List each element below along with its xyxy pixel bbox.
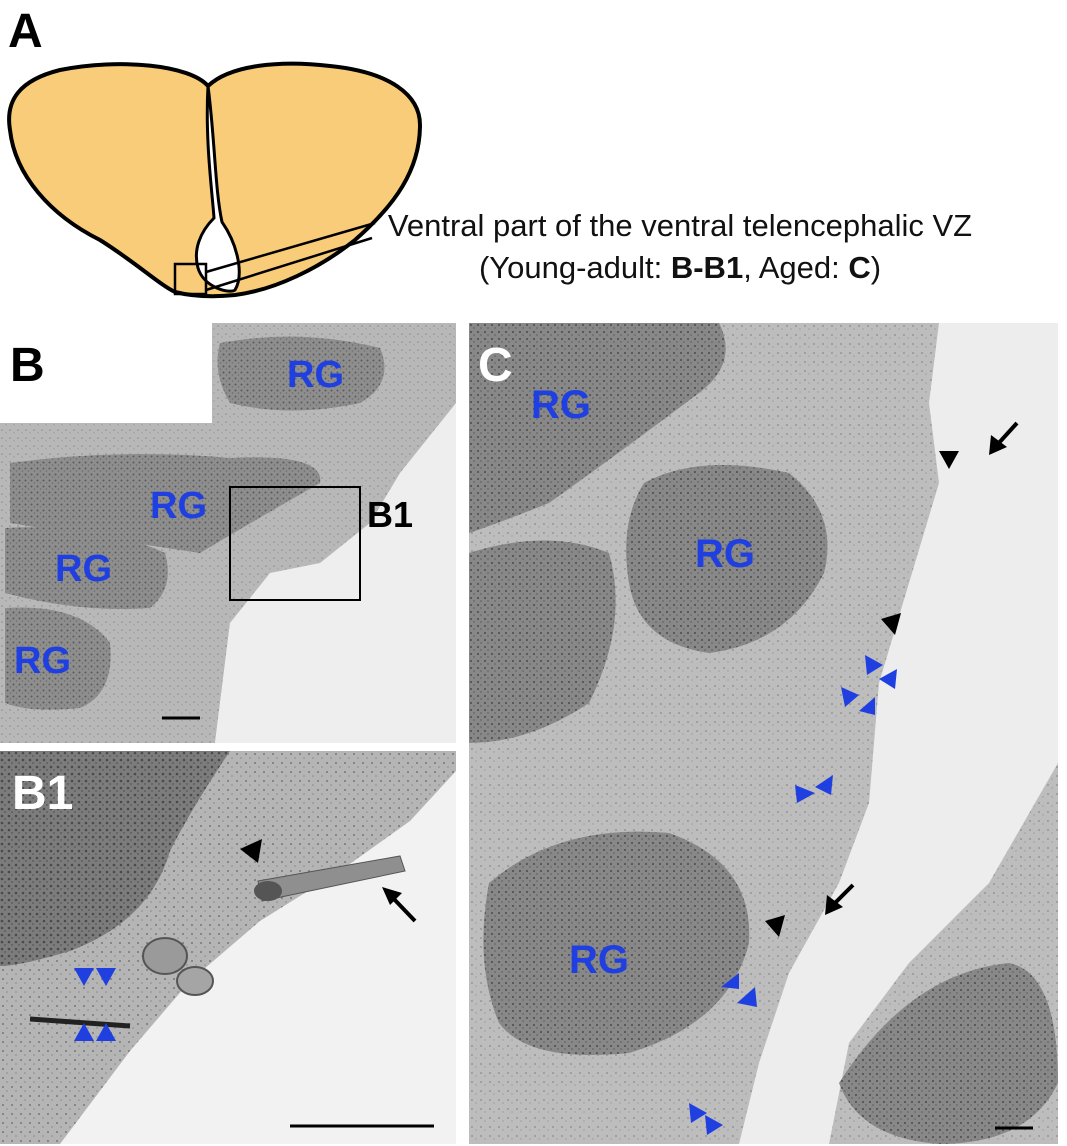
blue-arrowhead [737, 987, 757, 1007]
rg-label: RG [55, 548, 112, 590]
panel-letter-a: A [8, 5, 43, 58]
rg-nucleus [10, 454, 321, 553]
panel-b1-micrograph [0, 751, 456, 1144]
caption-b-ref: B-B1 [670, 250, 744, 285]
arrow-shaft [390, 895, 417, 923]
caption-c-ref: C [848, 250, 871, 285]
rg-label: RG [14, 640, 71, 682]
blue-arrowhead [795, 785, 815, 803]
rg-nucleus [469, 540, 616, 743]
rg-nucleus [626, 465, 828, 653]
blue-arrowhead [689, 1103, 707, 1123]
b1-inset-label: B1 [367, 494, 414, 535]
rg-label: RG [695, 532, 755, 576]
blue-arrowhead [841, 687, 859, 707]
panel-letter-c: C [478, 339, 513, 392]
blue-arrowhead [859, 697, 875, 715]
black-arrowhead [765, 915, 785, 937]
schematic-caption: Ventral part of the ventral telencephali… [300, 208, 1060, 286]
rg-nucleus [217, 336, 385, 411]
panel-letter-b: B [10, 339, 45, 392]
arrow-shaft [995, 421, 1019, 447]
rg-nucleus [5, 527, 168, 609]
rg-label: RG [287, 354, 344, 396]
region-box [173, 262, 208, 296]
arrow-head [825, 895, 843, 915]
rg-label: RG [531, 383, 591, 427]
caption-line-1: Ventral part of the ventral telencephali… [387, 208, 973, 243]
black-arrowhead [240, 839, 262, 863]
blue-arrowhead [96, 968, 116, 986]
arrow-head [989, 435, 1007, 455]
rg-label: RG [150, 485, 207, 527]
arrow-shaft [831, 883, 855, 907]
panel-letter-b1: B1 [12, 767, 74, 820]
black-arrowhead [881, 613, 901, 635]
caption-mid: , Aged: [743, 250, 849, 285]
panel-b-micrograph: RG RG RG RG [0, 323, 456, 743]
arrow-head [382, 887, 402, 905]
rg-nucleus [839, 963, 1058, 1144]
midline-ventricle [194, 85, 241, 293]
caption-prefix: (Young-adult: [478, 250, 671, 285]
panel-c-micrograph: RG RG RG [469, 323, 1058, 1144]
adherens-junction [29, 1016, 131, 1029]
rg-nucleus [469, 323, 726, 533]
blue-arrowhead [865, 655, 883, 675]
rg-nucleus [483, 831, 750, 1055]
rg-label: RG [569, 938, 629, 982]
blue-arrowhead [705, 1115, 723, 1135]
blue-arrowhead [74, 1023, 94, 1041]
callout-line-top [205, 221, 376, 274]
rg-nucleus [5, 607, 111, 710]
blue-arrowhead [721, 973, 739, 989]
black-arrowhead [939, 451, 959, 469]
blue-arrowhead [815, 775, 833, 795]
brain-schematic [7, 61, 423, 299]
blue-arrowhead [74, 968, 94, 986]
caption-line-2: (Young-adult: B-B1, Aged: C) [300, 250, 1060, 286]
callout-line-bottom [205, 236, 373, 292]
rg-nucleus [0, 751, 230, 966]
blue-arrowhead [96, 1023, 116, 1041]
caption-suffix: ) [870, 250, 882, 285]
blue-arrowhead [879, 669, 897, 689]
b1-inset-box [229, 486, 361, 601]
